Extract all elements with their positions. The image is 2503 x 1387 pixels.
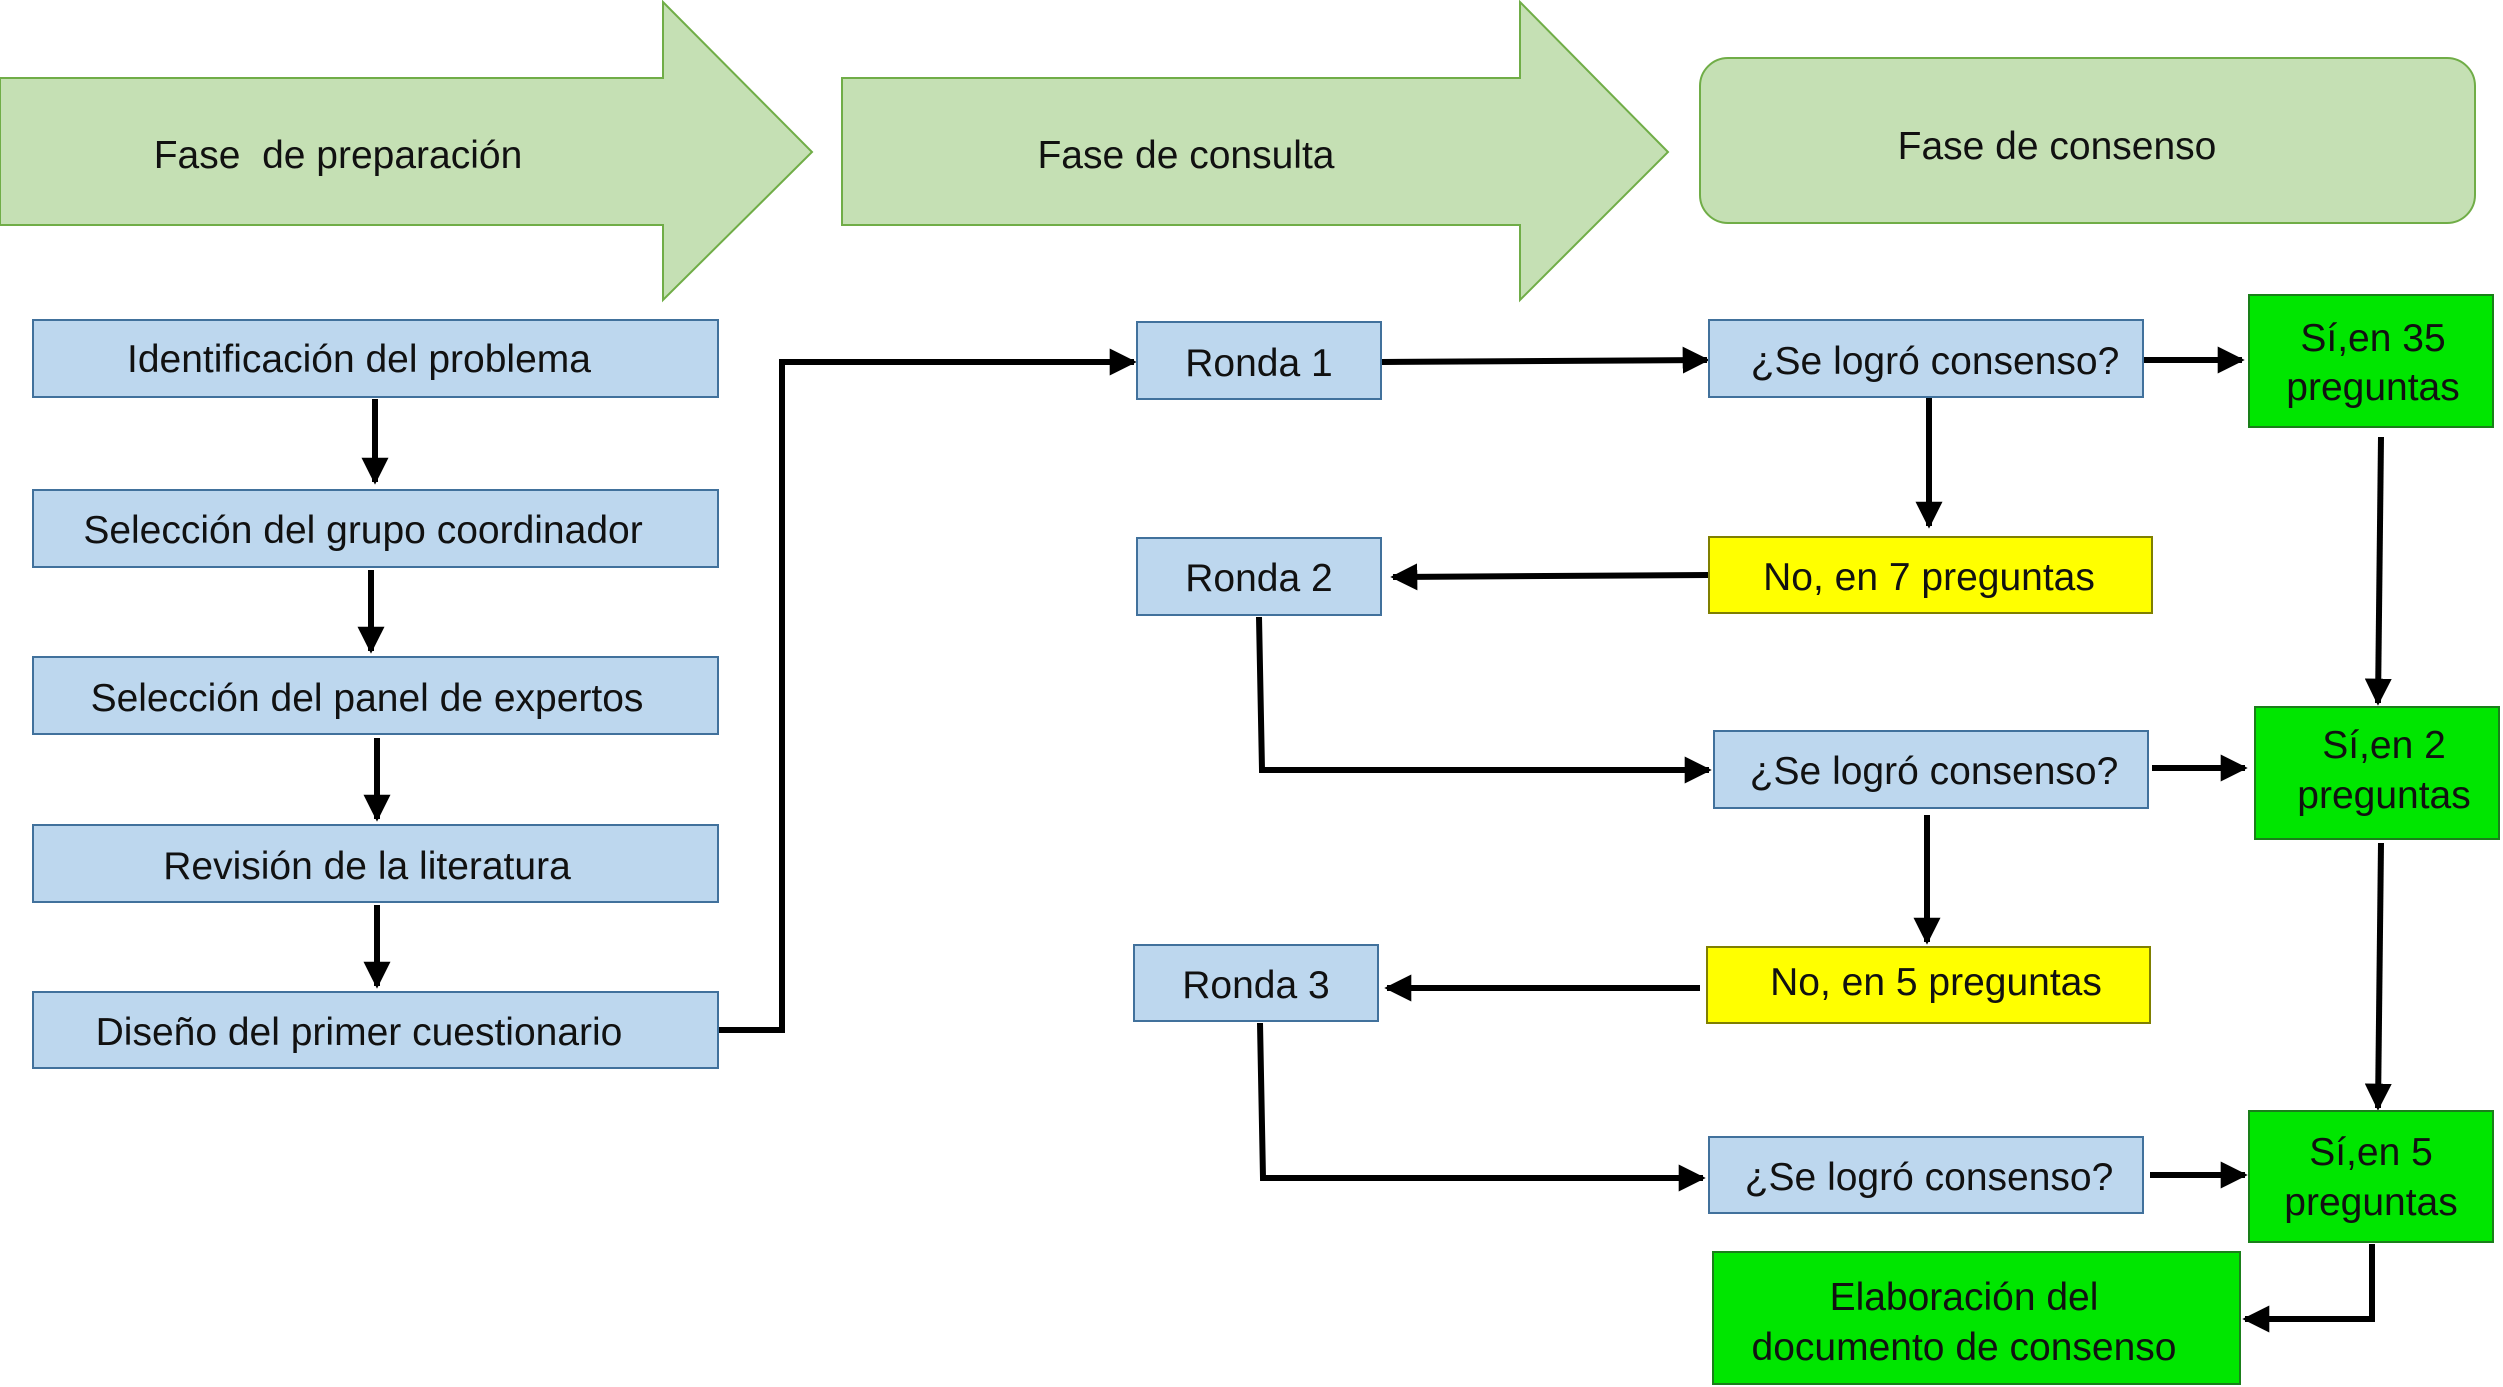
consensus-question-3-label: ¿Se logró consenso? [1745,1156,2114,1199]
phase-consensus-label: Fase de consenso [1898,125,2217,168]
outcome-yes-round-1: Sí,en 35 preguntas [2248,294,2494,428]
connector-yes-3-to-final-document [2242,1244,2375,1333]
consensus-question-3: ¿Se logró consenso? [1708,1136,2144,1214]
round-2-label: Ronda 2 [1185,557,1332,600]
final-consensus-document-line1: Elaboración del [1830,1276,2099,1319]
phase-consensus-box: Fase de consenso [1699,57,2476,224]
outcome-yes-round-3: Sí,en 5 preguntas [2248,1110,2494,1243]
connectors [357,346,2392,1333]
outcome-yes-round-1-line2: preguntas [2286,366,2459,409]
step-identify-problem: Identificación del problema [32,319,719,398]
step-identify-problem-label: Identificación del problema [127,338,591,381]
round-2-box: Ronda 2 [1136,537,1382,616]
consensus-question-1-label: ¿Se logró consenso? [1751,340,2120,383]
step-literature-review: Revisión de la literatura [32,824,719,903]
outcome-no-round-1-label: No, en 7 preguntas [1763,556,2095,599]
connector-yes-1-to-yes-2 [2364,436,2392,706]
round-3-box: Ronda 3 [1133,944,1379,1022]
step-select-expert-panel-label: Selección del panel de expertos [91,677,644,720]
outcome-no-round-2: No, en 5 preguntas [1706,946,2151,1024]
step-select-coordinator-group-label: Selección del grupo coordinador [83,509,642,552]
phase-consultation-label: Fase de consulta [1037,134,1334,177]
connector-no-1-to-round-2 [1390,563,1709,591]
round-3-label: Ronda 3 [1182,964,1329,1007]
final-consensus-document: Elaboración del documento de consenso [1712,1251,2241,1385]
round-1-box: Ronda 1 [1136,321,1382,400]
consensus-question-2-label: ¿Se logró consenso? [1750,750,2119,793]
round-1-label: Ronda 1 [1185,342,1332,385]
outcome-yes-round-2-line1: Sí,en 2 [2322,724,2446,767]
step-select-expert-panel: Selección del panel de expertos [32,656,719,735]
step-literature-review-label: Revisión de la literatura [163,845,571,888]
phase-preparation-arrow: Fase de preparación [0,0,814,303]
connector-round-3-to-question-3 [1257,1022,1706,1192]
connector-yes-2-to-yes-3 [2364,842,2392,1111]
phase-consultation-arrow: Fase de consulta [841,0,1670,303]
consensus-question-2: ¿Se logró consenso? [1713,730,2149,809]
outcome-yes-round-3-line2: preguntas [2284,1181,2457,1224]
consensus-question-1: ¿Se logró consenso? [1708,319,2144,398]
outcome-yes-round-1-line1: Sí,en 35 [2300,317,2445,360]
outcome-yes-round-2-line2: preguntas [2297,774,2470,817]
step-select-coordinator-group: Selección del grupo coordinador [32,489,719,568]
final-consensus-document-line2: documento de consenso [1752,1326,2177,1369]
connector-round-2-to-question-2 [1256,616,1712,784]
step-first-questionnaire: Diseño del primer cuestionario [32,991,719,1069]
connector-questionnaire-to-round-1 [718,348,1137,1033]
outcome-no-round-2-label: No, en 5 preguntas [1770,961,2102,1004]
outcome-yes-round-3-line1: Sí,en 5 [2309,1131,2433,1174]
phase-preparation-label: Fase de preparación [154,134,523,177]
connector-round-1-to-question-1 [1381,346,1710,374]
step-first-questionnaire-label: Diseño del primer cuestionario [96,1011,623,1054]
outcome-no-round-1: No, en 7 preguntas [1708,536,2153,614]
outcome-yes-round-2: Sí,en 2 preguntas [2254,706,2500,840]
